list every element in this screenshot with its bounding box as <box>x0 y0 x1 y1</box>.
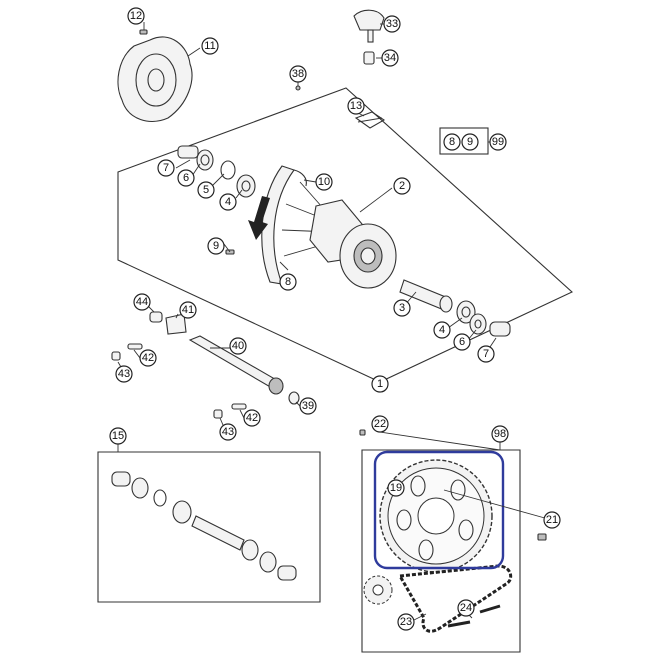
callout-12: 12 <box>127 7 145 25</box>
callout-40: 40 <box>229 337 247 355</box>
brake-disc <box>117 36 193 122</box>
callout-4-right: 4 <box>433 321 451 339</box>
svg-text:22: 22 <box>374 418 386 430</box>
svg-text:42: 42 <box>246 412 258 424</box>
callout-22: 22 <box>371 415 389 433</box>
small-screw <box>295 85 301 91</box>
spoke-kit-box <box>439 127 489 155</box>
svg-text:99: 99 <box>492 136 504 148</box>
callout-99: 99 <box>489 133 507 151</box>
svg-text:21: 21 <box>546 514 558 526</box>
callout-98: 98 <box>491 425 509 443</box>
svg-text:9: 9 <box>213 240 219 252</box>
callout-15: 15 <box>109 427 127 445</box>
callout-33: 33 <box>383 15 401 33</box>
svg-text:34: 34 <box>384 52 396 64</box>
callout-5: 5 <box>197 181 215 199</box>
callout-41: 41 <box>179 301 197 319</box>
valve-nut-part <box>363 51 375 65</box>
callout-9: 9 <box>207 237 225 255</box>
svg-text:7: 7 <box>483 348 489 360</box>
svg-text:98: 98 <box>494 428 506 440</box>
callout-23: 23 <box>397 613 415 631</box>
callout-42-left: 42 <box>139 349 157 367</box>
valve-cap-part <box>353 9 385 43</box>
right-bearing-stack <box>456 300 511 337</box>
svg-text:9: 9 <box>467 136 473 148</box>
svg-text:40: 40 <box>232 340 244 352</box>
svg-text:15: 15 <box>112 430 124 442</box>
bearing-kit-box <box>97 451 321 603</box>
svg-text:5: 5 <box>203 184 209 196</box>
sprocket-bolt <box>359 429 547 541</box>
svg-text:1: 1 <box>377 378 383 390</box>
svg-text:24: 24 <box>460 602 472 614</box>
svg-text:8: 8 <box>449 136 455 148</box>
wheel-axle <box>188 335 284 395</box>
svg-text:44: 44 <box>136 296 148 308</box>
callout-kit-9: 9 <box>461 133 479 151</box>
wheel-hub <box>309 199 397 289</box>
callout-43-left: 43 <box>115 365 133 383</box>
rim-tape <box>354 111 386 129</box>
chain-adjuster-left <box>111 311 187 361</box>
callout-1: 1 <box>371 375 389 393</box>
callout-10: 10 <box>315 173 333 191</box>
svg-text:19: 19 <box>390 482 402 494</box>
svg-text:8: 8 <box>285 276 291 288</box>
rear-sprocket <box>379 459 493 573</box>
svg-text:13: 13 <box>350 100 362 112</box>
svg-text:6: 6 <box>459 336 465 348</box>
callout-38: 38 <box>289 65 307 83</box>
svg-text:43: 43 <box>118 368 130 380</box>
front-sprocket <box>363 575 393 605</box>
callout-4-left: 4 <box>219 193 237 211</box>
callout-11: 11 <box>201 37 219 55</box>
callout-7-left: 7 <box>157 159 175 177</box>
svg-text:3: 3 <box>399 302 405 314</box>
callout-21: 21 <box>543 511 561 529</box>
disc-bolt <box>139 29 148 35</box>
svg-text:23: 23 <box>400 616 412 628</box>
svg-text:7: 7 <box>163 162 169 174</box>
left-bearing-stack <box>177 145 256 198</box>
svg-text:42: 42 <box>142 352 154 364</box>
sprocket-kit-box <box>361 449 521 653</box>
drive-chain <box>397 564 513 633</box>
callout-6-left: 6 <box>177 169 195 187</box>
svg-text:4: 4 <box>225 196 231 208</box>
hub-spacer <box>399 279 453 313</box>
callout-44: 44 <box>133 293 151 311</box>
svg-text:2: 2 <box>399 180 405 192</box>
svg-text:38: 38 <box>292 68 304 80</box>
callout-6-right: 6 <box>453 333 471 351</box>
svg-text:12: 12 <box>130 10 142 22</box>
callout-13: 13 <box>347 97 365 115</box>
svg-text:10: 10 <box>318 176 330 188</box>
callout-19: 19 <box>387 479 405 497</box>
callout-3: 3 <box>393 299 411 317</box>
svg-text:6: 6 <box>183 172 189 184</box>
svg-text:39: 39 <box>302 400 314 412</box>
svg-text:41: 41 <box>182 304 194 316</box>
callout-42-right: 42 <box>243 409 261 427</box>
callout-2: 2 <box>393 177 411 195</box>
svg-text:43: 43 <box>222 426 234 438</box>
sprocket-highlight-frame <box>373 450 505 570</box>
callout-kit-8: 8 <box>443 133 461 151</box>
callout-34: 34 <box>381 49 399 67</box>
callout-8: 8 <box>279 273 297 291</box>
callout-24: 24 <box>457 599 475 617</box>
callout-39: 39 <box>299 397 317 415</box>
chain-adjuster-right <box>213 391 300 419</box>
callout-7-right: 7 <box>477 345 495 363</box>
rotation-arrow <box>248 196 270 240</box>
svg-text:33: 33 <box>386 18 398 30</box>
svg-text:11: 11 <box>204 40 215 52</box>
svg-text:4: 4 <box>439 324 445 336</box>
callout-43-right: 43 <box>219 423 237 441</box>
